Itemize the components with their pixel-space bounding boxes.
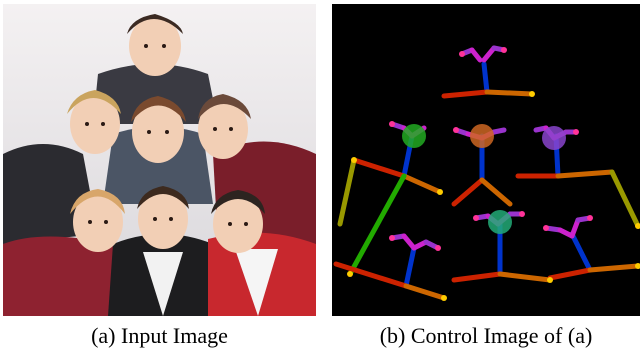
input-image-panel <box>3 4 316 316</box>
caption-input-image: (a) Input Image <box>91 323 228 348</box>
pose-skeleton-map <box>332 4 640 316</box>
group-photo <box>3 4 316 316</box>
control-image-panel <box>332 4 640 316</box>
caption-control-image: (b) Control Image of (a) <box>379 323 593 348</box>
